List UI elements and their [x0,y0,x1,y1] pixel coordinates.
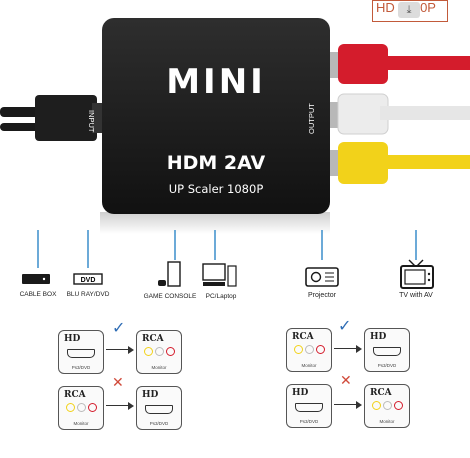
download-icon[interactable]: ⤓ [398,2,420,18]
rca-ports-icon [294,345,326,355]
conv1-check-icon: ✓ [112,320,126,337]
svg-text:DVD: DVD [81,277,96,284]
label-game-console: GAME CONSOLE [143,293,197,300]
rca-ports-icon [144,347,176,357]
conv4-to-sub: Monitor [379,419,395,424]
conv2-check-icon: ✓ [338,318,352,335]
hdmi-port-icon [67,349,95,358]
conv2-to-sub: Ps3/DVD [377,363,397,368]
conv3-cross-icon: ✕ [112,374,124,390]
conv3-from-sub: Monitor [73,421,89,426]
conv1-from-title: HD [64,334,81,344]
rca-cable-white [322,93,470,135]
label-projector: Projector [307,292,336,299]
converter-illustration [0,18,470,234]
device-brand: MINI [166,62,266,102]
conv2-from-sub: Monitor [301,363,317,368]
cable-box-icon [22,274,50,284]
label-tv: TV with AV [399,292,433,299]
conv1-to-title: RCA [142,334,164,344]
conv4-to-box: RCA Monitor [364,384,410,428]
conv2-arrow-head [356,345,362,353]
conv3-to-sub: Ps3/DVD [149,421,169,426]
conv3-arrow [106,405,132,406]
dvd-player-icon: DVD [73,273,103,285]
conv4-to-title: RCA [370,388,392,398]
conv2-arrow [334,348,358,349]
conv1-to-sub: Monitor [151,365,167,370]
hdmi-cable [0,95,104,141]
rca-ports-icon [372,401,404,411]
device-subtitle: UP Scaler 1080P [168,182,264,196]
conv4-arrow-head [356,401,362,409]
conv2-to-box: HD Ps3/DVD [364,328,410,372]
hdmi-port-icon [145,405,173,414]
conv3-to-title: HD [142,390,159,400]
conv3-from-box: RCA Monitor [58,386,104,430]
conv1-from-sub: Ps3/DVD [71,365,91,370]
conv3-from-title: RCA [64,390,86,400]
tv-icon [400,259,434,289]
conv1-arrow-head [128,346,134,354]
device-reflection [100,212,330,234]
device-body [102,18,330,214]
conv3-arrow-head [128,402,134,410]
conv1-from-box: HD Ps3/DVD [58,330,104,374]
pc-laptop-icon [202,263,237,287]
hdmi-port-icon [295,403,323,412]
conv2-from-title: RCA [292,332,314,342]
output-label: OUTPUT [307,103,316,134]
conv4-arrow [334,404,358,405]
hdmi-port-icon [373,347,401,356]
conv4-from-sub: Ps3/DVD [299,419,319,424]
input-label: INPUT [87,110,96,133]
conv1-arrow [106,349,132,350]
device-model: HDM 2AV [166,152,266,174]
rca-cable-yellow [322,142,470,184]
rca-cable-red [322,44,470,84]
conv3-to-box: HD Ps3/DVD [136,386,182,430]
device-icons-row: DVD [22,230,434,289]
game-console-icon [158,261,181,287]
conv4-cross-icon: ✕ [340,372,352,388]
label-cable-box: CABLE BOX [19,291,57,298]
conv2-to-title: HD [370,332,387,342]
conv2-from-box: RCA Monitor [286,328,332,372]
rca-ports-icon [66,403,98,413]
conv1-to-box: RCA Monitor [136,330,182,374]
projector-icon [305,267,339,287]
conv4-from-title: HD [292,388,309,398]
label-pc: PC/Laptop [205,293,237,300]
conv4-from-box: HD Ps3/DVD [286,384,332,428]
label-blu-ray: BLU RAY/DVD [66,291,110,298]
